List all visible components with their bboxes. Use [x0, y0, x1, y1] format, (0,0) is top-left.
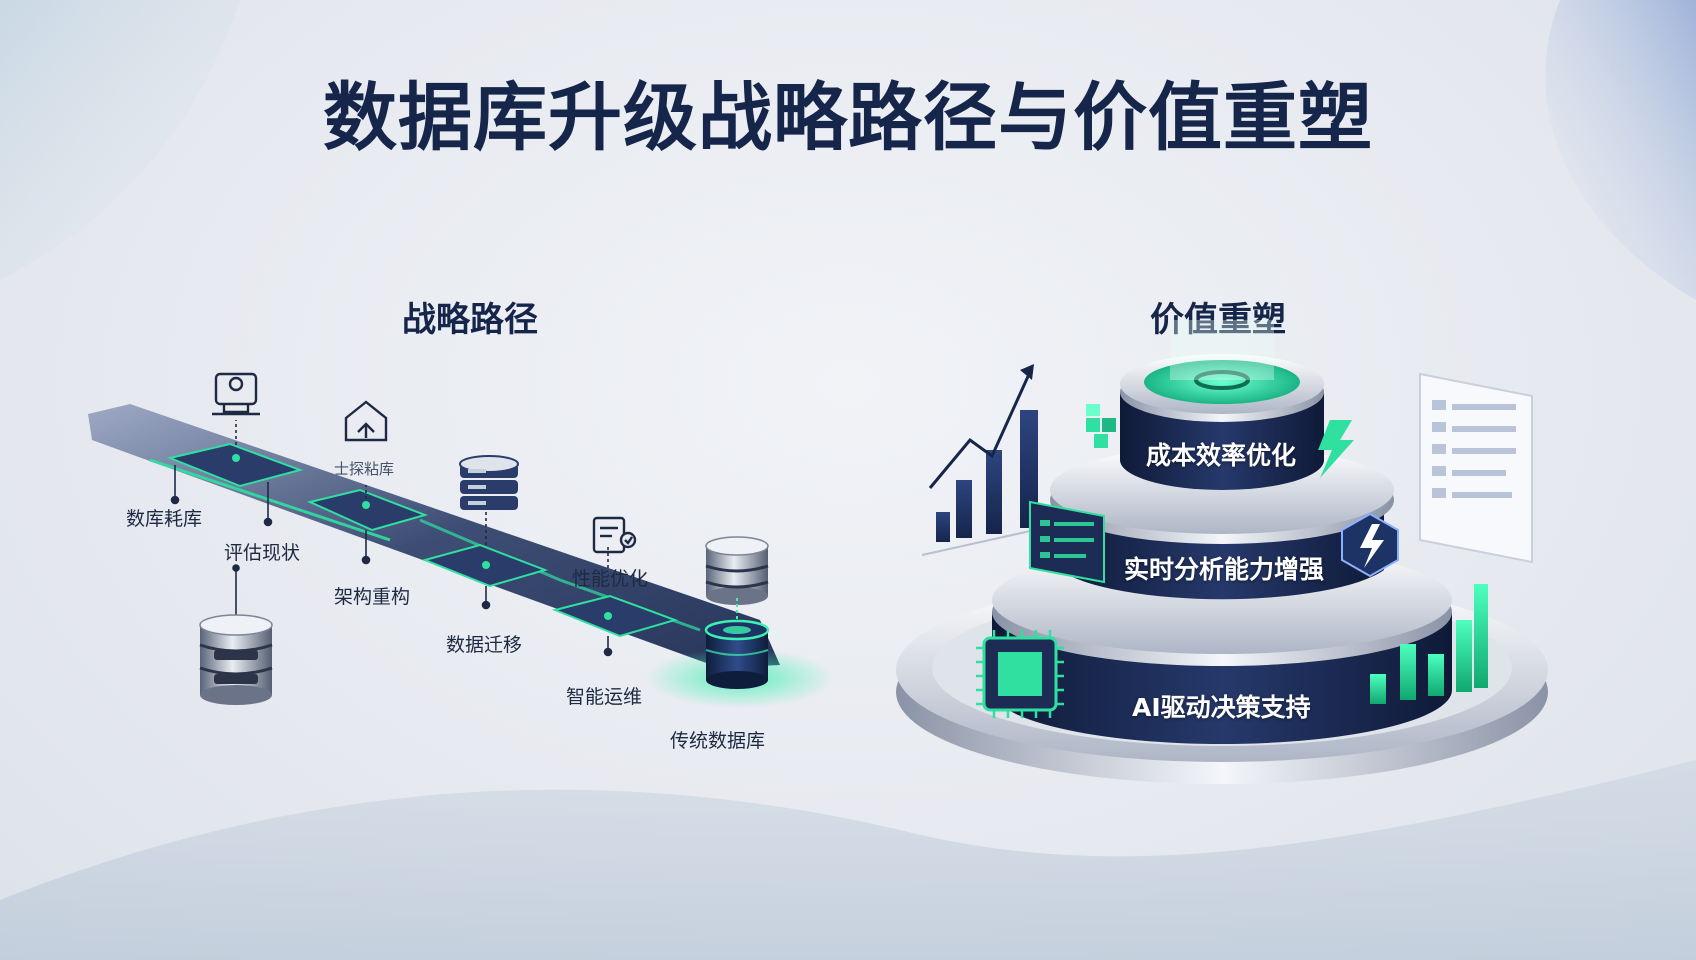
strategy-heading: 战略路径: [402, 300, 538, 340]
step-label: 性能优化: [572, 568, 649, 590]
target-database-icon: [704, 536, 770, 689]
assessment-icon: [212, 372, 260, 416]
database-stack-icon: [459, 455, 519, 510]
legacy-database-icon: [199, 614, 273, 705]
page-title: 数据库升级战略路径与价值重塑: [323, 75, 1373, 161]
step-label: 传统数据库: [670, 730, 766, 752]
step-label: 数据迁移: [446, 634, 523, 656]
step-label: 评估现状: [224, 542, 301, 564]
dashboard-card-icon: [1029, 500, 1105, 584]
step-label: 架构重构: [334, 586, 411, 608]
ai-chip-icon: [976, 630, 1064, 718]
lightning-badge-icon: [1341, 512, 1399, 578]
lightning-icon: [1318, 420, 1354, 478]
value-heading: 价值重塑: [1150, 300, 1286, 340]
step-label: 智能运维: [566, 686, 643, 708]
tier-label-bottom: AI驱动决策支持: [1132, 693, 1311, 722]
growth-chart-icon: [921, 364, 1081, 556]
document-panel-icon: [1419, 372, 1533, 564]
step-label: 士探粘库: [334, 460, 395, 478]
tier-top: [1120, 320, 1324, 490]
step-label: 数库耗库: [126, 508, 203, 530]
performance-icon: [592, 516, 637, 554]
green-bars-icon: [1370, 584, 1488, 704]
architecture-icon: [344, 400, 388, 442]
tier-label-top: 成本效率优化: [1146, 441, 1297, 470]
green-cube-icon: [1086, 404, 1116, 448]
tier-label-middle: 实时分析能力增强: [1124, 555, 1325, 584]
